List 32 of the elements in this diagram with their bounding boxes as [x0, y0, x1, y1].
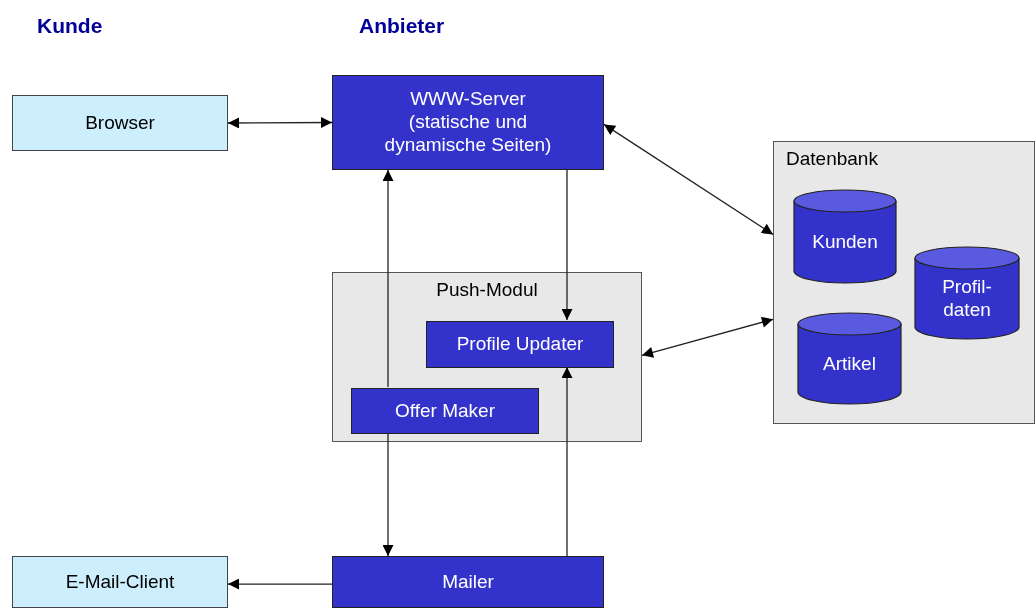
node-label: E-Mail-Client	[64, 570, 176, 594]
arrow	[641, 316, 774, 358]
column-heading: Anbieter	[359, 14, 445, 38]
process-box	[12, 556, 228, 608]
node-label: Profil- daten	[941, 274, 993, 322]
arrow	[382, 169, 394, 388]
node-label: Artikel	[822, 351, 877, 376]
process-box	[426, 321, 614, 368]
database-cylinder	[914, 246, 1020, 339]
arrow	[227, 578, 333, 590]
process-box	[351, 388, 539, 434]
container-box	[773, 141, 1035, 424]
arrow	[561, 366, 573, 557]
node-label: Browser	[84, 111, 156, 135]
group-title: Datenbank	[785, 147, 879, 171]
process-box	[12, 95, 228, 151]
arrow	[382, 432, 394, 557]
container-box	[332, 272, 642, 442]
node-label: Profile Updater	[455, 333, 585, 356]
arrow	[227, 117, 333, 129]
database-cylinder	[793, 189, 897, 283]
arrow	[561, 169, 573, 321]
node-label: Mailer	[441, 570, 495, 594]
process-box	[332, 75, 604, 170]
database-cylinder	[797, 312, 902, 404]
process-box	[332, 556, 604, 608]
column-heading: Kunde	[37, 14, 103, 38]
arrow	[603, 123, 774, 236]
node-label: Kunden	[811, 229, 879, 254]
group-title: Push-Modul	[436, 278, 538, 302]
node-label: WWW-Server (statische und dynamische Seiten)	[383, 88, 553, 157]
node-label: Offer Maker	[394, 399, 496, 423]
